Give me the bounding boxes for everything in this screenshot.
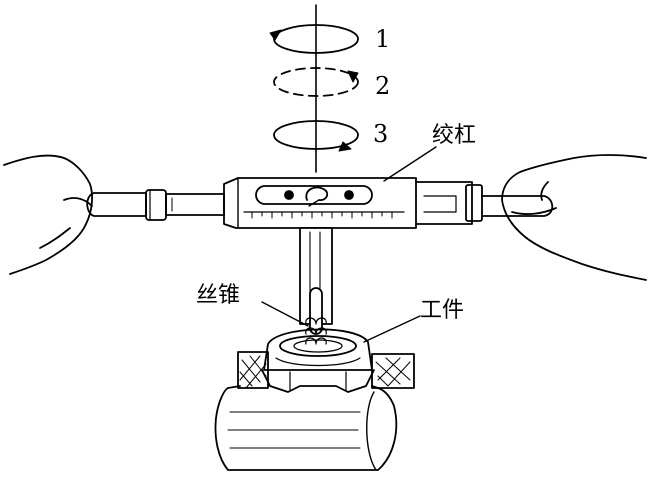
workpiece-label: 工件 [420, 298, 464, 323]
leader-workpiece [363, 315, 421, 343]
adjust-window [255, 185, 373, 205]
rotation-2-icon [273, 67, 359, 97]
workpiece-top [263, 328, 373, 371]
step-1-label: 1 [375, 25, 390, 53]
left-hand [3, 154, 93, 275]
right-shank [415, 181, 473, 225]
leader-wrench [383, 146, 437, 182]
right-handle [481, 195, 554, 217]
right-collar [465, 184, 483, 222]
tap-tool [299, 227, 333, 345]
left-handle [86, 192, 147, 217]
left-shank [165, 193, 225, 216]
leader-tap [261, 301, 309, 327]
right-vise-jaw [371, 353, 415, 389]
workpiece-cylinder [214, 387, 398, 471]
rotation-3-icon [273, 120, 359, 152]
right-hand [501, 154, 647, 281]
adjust-screw-icon [305, 186, 329, 201]
tap-wrench [86, 177, 554, 229]
left-vise-jaw [237, 351, 269, 389]
workpiece [214, 328, 415, 471]
rotation-1-icon [269, 24, 359, 54]
wrench-label: 绞杠 [432, 123, 476, 148]
rotation-indicators [269, 4, 437, 182]
tap-label: 丝锥 [196, 283, 240, 308]
step-3-label: 3 [373, 120, 388, 148]
step-2-label: 2 [375, 72, 390, 100]
tap-flute [309, 287, 323, 335]
left-collar [145, 189, 167, 221]
